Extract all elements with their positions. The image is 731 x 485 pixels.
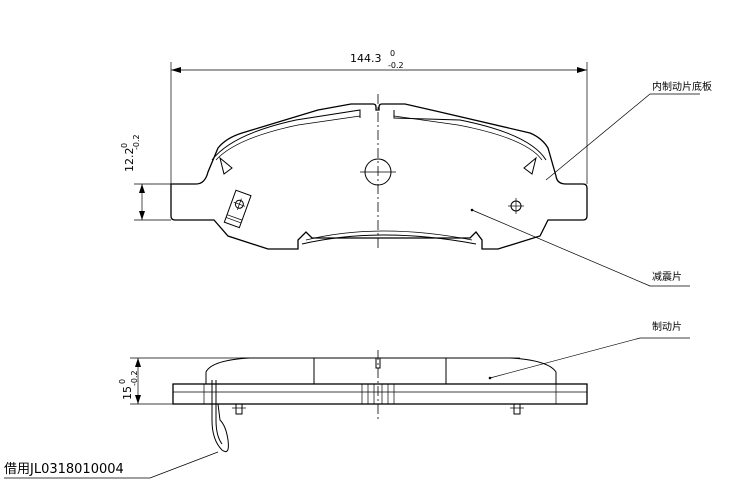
sensor-wire <box>211 380 229 453</box>
front-view: 144.3 0 -0.2 12.2 0 -0.2 内制动片底板 减震片 <box>120 49 712 287</box>
friction-side <box>205 357 557 384</box>
pin-right <box>513 403 521 415</box>
width-dim-value: 144.3 <box>350 52 382 65</box>
label-friction: 制动片 <box>652 320 682 333</box>
friction-top-arc <box>211 109 547 161</box>
wear-indicator-clip <box>223 189 252 229</box>
bp-arrow-bottom <box>139 211 145 220</box>
tt-arrow-bottom <box>135 395 141 404</box>
tt-dim-value: 15 <box>121 386 134 400</box>
notch-right <box>523 156 537 175</box>
width-dim-upper: 0 <box>390 49 395 58</box>
tt-dim-upper: 0 <box>118 379 127 384</box>
leader-friction <box>489 337 690 379</box>
friction-top-arc-inner <box>215 115 543 161</box>
label-backplate: 内制动片底板 <box>652 80 712 93</box>
tt-arrow-top <box>135 358 141 367</box>
leader-shim <box>471 209 690 287</box>
label-shim: 减震片 <box>652 270 682 283</box>
bp-arrow-top <box>139 184 145 193</box>
leader-backplate <box>545 93 700 181</box>
width-arrow-right <box>577 67 587 73</box>
label-part-ref: 借用JL0318010004 <box>4 462 124 477</box>
pin-left <box>235 403 243 415</box>
side-view: 15 0 -0.2 制动片 借用JL0318010004 <box>4 320 690 479</box>
backplate-outline <box>170 103 588 250</box>
width-dim-lower: -0.2 <box>388 61 404 70</box>
leader-part-ref <box>4 451 219 479</box>
bp-dim-value: 12.2 <box>123 148 136 173</box>
width-arrow-left <box>171 67 181 73</box>
bp-dim-upper: 0 <box>120 143 129 148</box>
bp-dim-lower: -0.2 <box>132 134 141 150</box>
notch-left <box>219 156 233 175</box>
friction-bottom-arc <box>301 234 477 245</box>
tt-dim-lower: -0.2 <box>130 370 139 386</box>
backplate-side <box>172 383 588 405</box>
friction-bottom-arc-inner <box>305 230 473 241</box>
